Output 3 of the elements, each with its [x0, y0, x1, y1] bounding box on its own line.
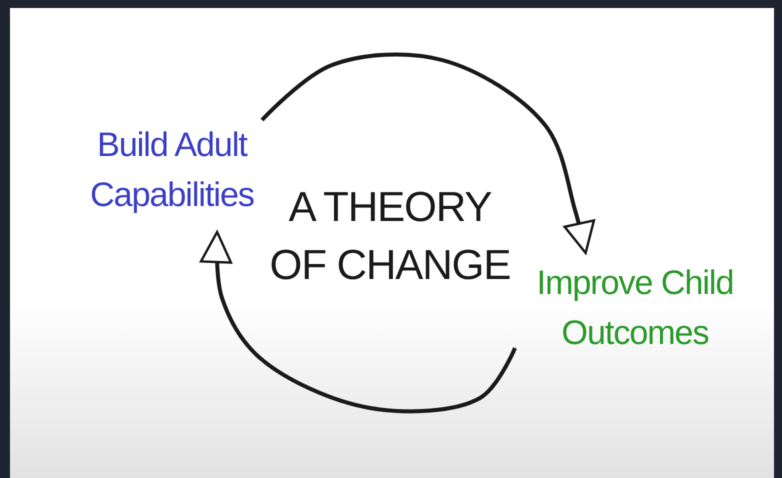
curved-arrow: [260, 52, 596, 254]
node-label: Improve Child Outcomes: [515, 258, 755, 358]
curved-arrow: [200, 230, 517, 414]
